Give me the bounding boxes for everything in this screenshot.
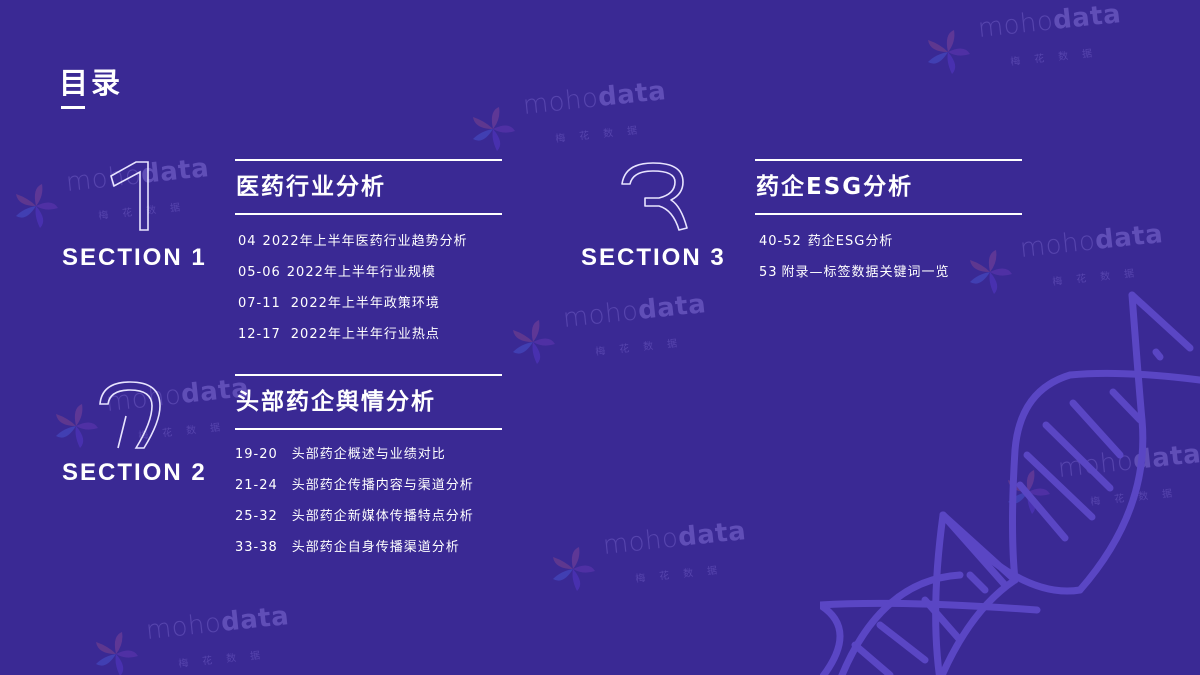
- dna-helix-icon: [820, 291, 1200, 675]
- pinwheel-icon: [473, 107, 515, 151]
- page-title: 目录: [59, 66, 124, 100]
- section-1-number-icon: [110, 161, 149, 231]
- divider: [235, 213, 502, 215]
- title-underline: [61, 106, 85, 109]
- watermark: mohodata 梅花数据: [545, 516, 775, 605]
- divider: [755, 159, 1022, 161]
- watermark: mohodata 梅花数据: [920, 0, 1150, 88]
- section-1-heading[interactable]: 医药行业分析: [236, 174, 386, 200]
- section-3-number-icon: [621, 162, 688, 231]
- section-2-heading[interactable]: 头部药企舆情分析: [236, 389, 436, 415]
- watermark: mohodata 梅花数据: [505, 289, 735, 378]
- pinwheel-icon: [96, 632, 138, 675]
- divider: [235, 428, 502, 430]
- divider: [235, 374, 502, 376]
- section-3-label: SECTION 3: [581, 244, 726, 271]
- divider: [755, 213, 1022, 215]
- section-2-label: SECTION 2: [62, 459, 207, 486]
- pinwheel-icon: [553, 547, 595, 591]
- watermark: mohodata 梅花数据: [465, 76, 695, 165]
- pinwheel-icon: [16, 184, 58, 228]
- pinwheel-icon: [928, 30, 970, 74]
- section-2-number-icon: [99, 381, 161, 449]
- divider: [235, 159, 502, 161]
- watermark: mohodata 梅花数据: [88, 601, 318, 675]
- section-3-heading[interactable]: 药企ESG分析: [756, 174, 914, 200]
- pinwheel-icon: [513, 320, 555, 364]
- section-1-label: SECTION 1: [62, 244, 207, 271]
